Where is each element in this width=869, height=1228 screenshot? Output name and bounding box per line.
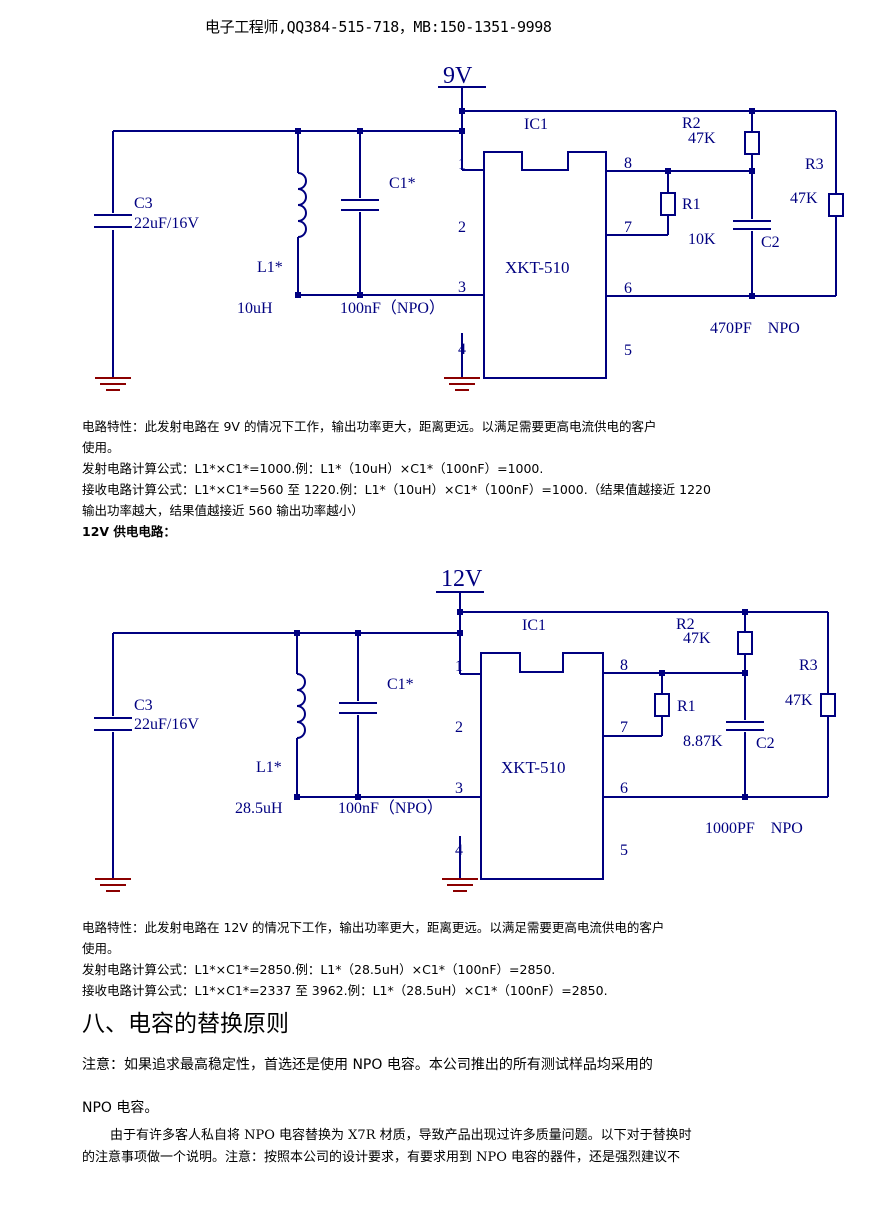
l1-value: 10uH	[237, 300, 273, 317]
r2-value: 47K	[688, 130, 716, 147]
ground-symbols	[95, 377, 480, 391]
resistor-r1	[654, 693, 670, 717]
r3-name: R3	[799, 657, 818, 674]
r1-name: R1	[682, 196, 701, 213]
circuit1-description-1: 电路特性：此发射电路在 9V 的情况下工作，输出功率更大，距离更远。以满足需要更…	[82, 419, 657, 434]
c3-name: C3	[134, 697, 153, 714]
schematic-9v: 9V IC1 XKT-510 1 2 3 4 5 6 7 8 C3 22uF/1…	[94, 63, 844, 391]
junction-dots	[295, 108, 755, 299]
pin-7: 7	[624, 219, 632, 236]
c2-name: C2	[761, 234, 780, 251]
inductor-l1	[297, 172, 307, 238]
pin-6: 6	[624, 280, 632, 297]
schematic-12v: 12V IC1 XKT-510 1 2 3 4 5 6 7 8 C3 22uF/…	[94, 566, 836, 892]
c1-name: C1*	[389, 175, 416, 192]
resistor-r2	[744, 131, 760, 155]
ground-symbols	[95, 878, 478, 892]
resistor-r2	[737, 631, 753, 655]
r3-value: 47K	[790, 190, 818, 207]
pin-1: 1	[455, 658, 463, 675]
r2-name: R2	[676, 616, 695, 633]
resistor-r3	[820, 693, 836, 717]
r1-name: R1	[677, 698, 696, 715]
ic-body	[480, 652, 604, 880]
pin-8: 8	[620, 657, 628, 674]
c1-value: 100nF（NPO）	[338, 799, 443, 817]
c3-name: C3	[134, 195, 153, 212]
pin-2: 2	[455, 719, 463, 736]
vcc-label: 12V	[441, 566, 483, 592]
pin-5: 5	[620, 842, 628, 859]
c3-value: 22uF/16V	[134, 215, 199, 232]
c1-value: 100nF（NPO）	[340, 299, 445, 317]
r1-value: 10K	[688, 231, 716, 248]
circuit1-description-2: 使用。	[82, 440, 120, 455]
circuit1-tx-formula: 发射电路计算公式：L1*×C1*=1000.例：L1*（10uH）×C1*（10…	[82, 461, 544, 476]
circuit1-rx-formula: 接收电路计算公式：L1*×C1*=560 至 1220.例：L1*（10uH）×…	[82, 482, 711, 497]
ic-body	[483, 151, 607, 379]
c1-name: C1*	[387, 676, 414, 693]
ic-name: XKT-510	[505, 258, 570, 277]
c2-name: C2	[756, 735, 775, 752]
pin-1: 1	[458, 156, 466, 173]
body-line-2: 的注意事项做一个说明。注意：按照本公司的设计要求，有要求用到 NPO 电容的器件…	[82, 1150, 681, 1165]
body-line-1: 由于有许多客人私自将 NPO 电容替换为 X7R 材质，导致产品出现过许多质量问…	[110, 1128, 692, 1143]
circuit2-description-2: 使用。	[82, 941, 120, 956]
section-title: 八、电容的替换原则	[82, 1011, 289, 1037]
r3-name: R3	[805, 156, 824, 173]
r3-value: 47K	[785, 692, 813, 709]
junction-dots	[294, 609, 748, 800]
pin-4: 4	[455, 842, 463, 859]
pin-4: 4	[458, 341, 466, 358]
c2-value: 470PF NPO	[710, 320, 800, 337]
section-12v-heading: 12V 供电电路：	[82, 524, 176, 539]
circuit1-rx-formula-cont: 输出功率越大，结果值越接近 560 输出功率越小）	[82, 503, 364, 518]
pin-6: 6	[620, 780, 628, 797]
pin-2: 2	[458, 219, 466, 236]
inductor-l1	[296, 673, 306, 739]
pin-3: 3	[458, 279, 466, 296]
r2-value: 47K	[683, 630, 711, 647]
circuit2-description-1: 电路特性：此发射电路在 12V 的情况下工作，输出功率更大，距离更远。以满足需要…	[82, 920, 665, 935]
vcc-label: 9V	[443, 63, 473, 89]
l1-name: L1*	[257, 259, 283, 276]
c3-value: 22uF/16V	[134, 716, 199, 733]
note-line-1: 注意：如果追求最高稳定性，首选还是使用 NPO 电容。本公司推出的所有测试样品均…	[82, 1057, 653, 1073]
resistor-r1	[660, 192, 676, 216]
circuit2-tx-formula: 发射电路计算公式：L1*×C1*=2850.例：L1*（28.5uH）×C1*（…	[82, 962, 556, 977]
ic-label: IC1	[524, 116, 548, 133]
ic-name: XKT-510	[501, 758, 566, 777]
ic-label: IC1	[522, 617, 546, 634]
pin-5: 5	[624, 342, 632, 359]
pin-3: 3	[455, 780, 463, 797]
page-header: 电子工程师,QQ384-515-718，MB:150-1351-9998	[205, 18, 552, 36]
r1-value: 8.87K	[683, 733, 723, 750]
circuit2-rx-formula: 接收电路计算公式：L1*×C1*=2337 至 3962.例：L1*（28.5u…	[82, 983, 608, 998]
l1-value: 28.5uH	[235, 800, 283, 817]
r2-name: R2	[682, 115, 701, 132]
resistor-r3	[828, 193, 844, 217]
pin-8: 8	[624, 155, 632, 172]
note-line-2: NPO 电容。	[82, 1100, 159, 1116]
c2-value: 1000PF NPO	[705, 820, 803, 837]
pin-7: 7	[620, 719, 628, 736]
l1-name: L1*	[256, 759, 282, 776]
